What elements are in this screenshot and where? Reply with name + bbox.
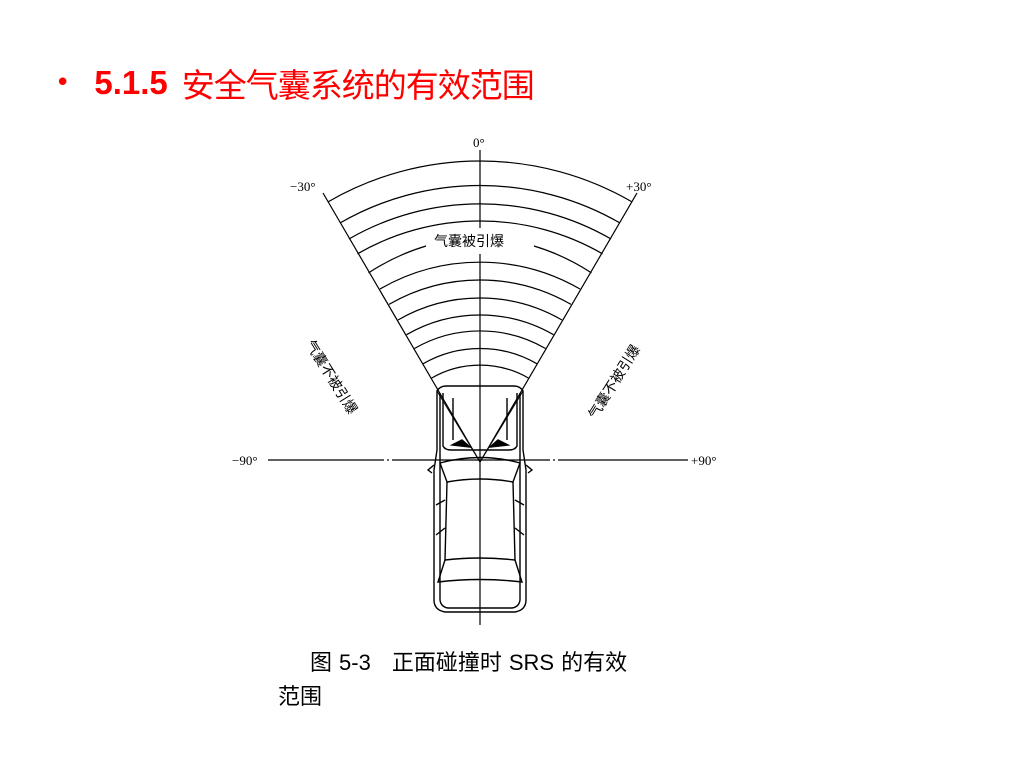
section-title: 安全气囊系统的有效范围 xyxy=(181,66,535,105)
caption-number: 5-3 xyxy=(339,650,371,675)
angle-label-plus-30: +30° xyxy=(626,179,652,194)
caption-text-1: 正面碰撞时 xyxy=(391,651,502,676)
zone-label-no-deploy-left: 气囊不被引爆 xyxy=(302,337,361,417)
fan-edge-right xyxy=(479,192,638,463)
caption-text-2: 的有效 xyxy=(561,651,628,676)
caption-acronym: SRS xyxy=(508,650,555,675)
slide-title: • 5.1.5 安全气囊系统的有效范围 xyxy=(55,58,535,108)
car-top-view xyxy=(426,385,534,613)
bullet-icon: • xyxy=(55,68,71,98)
fan-edge-left xyxy=(322,192,481,463)
sensor-line-right xyxy=(479,390,524,463)
zone-label-deploy: 气囊被引爆 xyxy=(434,233,504,250)
caption-prefix: 图 xyxy=(310,651,333,676)
angle-label-minus-90: −90° xyxy=(232,453,258,468)
caption-text-3: 范围 xyxy=(278,685,323,710)
angle-label-plus-90: +90° xyxy=(691,453,717,468)
angle-label-minus-30: −30° xyxy=(290,179,316,194)
section-number: 5.1.5 xyxy=(94,64,168,101)
sensor-line-left xyxy=(436,390,481,463)
zone-label-no-deploy-right: 气囊不被引爆 xyxy=(585,342,644,422)
angle-label-0: 0° xyxy=(473,135,485,150)
figure-caption: 图 5-3 正面碰撞时 SRS 的有效 范围 xyxy=(278,646,718,715)
